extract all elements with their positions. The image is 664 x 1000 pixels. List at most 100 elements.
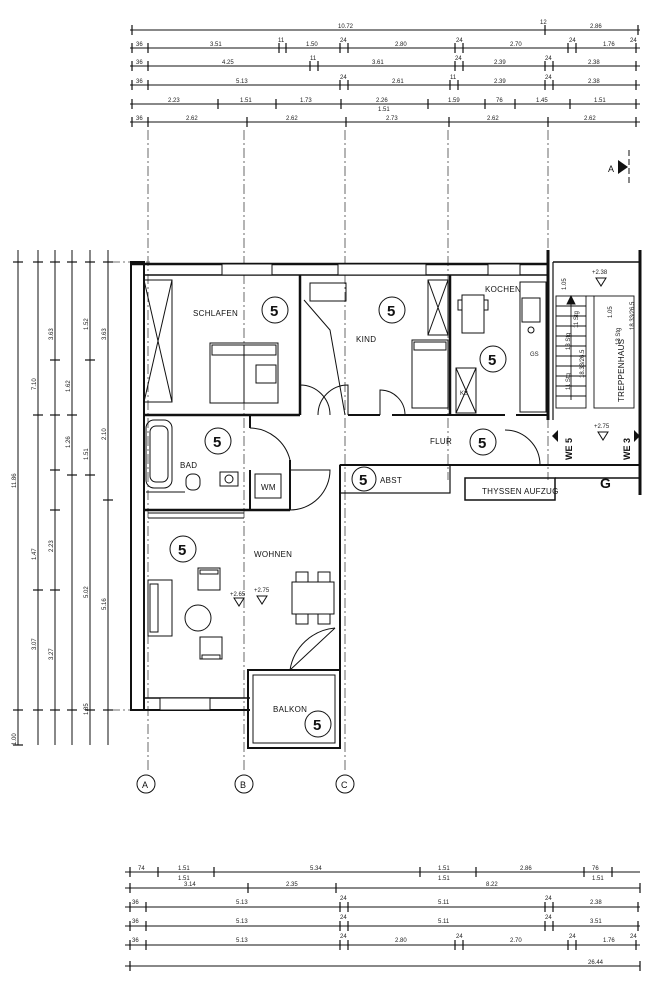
- dim-label: 24: [545, 75, 552, 81]
- dim-label: 5.11: [438, 900, 450, 906]
- dim-label: 1.52: [84, 318, 90, 330]
- dim-label: 1.51: [592, 876, 604, 882]
- svg-text:13 Stg: 13 Stg: [616, 328, 622, 345]
- dim-label: 3.51: [590, 919, 602, 925]
- dim-label: 2.70: [510, 42, 522, 48]
- dim-label: 1.51: [594, 98, 606, 104]
- dim-label: 1.76: [603, 42, 615, 48]
- room-number-abst: 5: [351, 466, 377, 492]
- dim-label: 36: [132, 900, 139, 906]
- level-markers: +2.38 +2.75 +2.65 +2.75: [230, 270, 610, 607]
- dim-label: 3.61: [372, 60, 384, 66]
- dim-label: 2.80: [395, 938, 407, 944]
- room-label-wohnen: WOHNEN: [254, 550, 292, 559]
- svg-text:A: A: [608, 164, 614, 174]
- label-gs: GS: [530, 352, 539, 358]
- dim-label: 5.13: [236, 79, 248, 85]
- svg-text:5: 5: [270, 303, 278, 320]
- svg-text:5: 5: [387, 303, 395, 320]
- svg-text:11 Stg: 11 Stg: [566, 373, 572, 390]
- axis-bubble-c: C: [335, 774, 355, 794]
- dim-label: 1.26: [66, 436, 72, 448]
- room-number-kochen: 5: [479, 345, 507, 373]
- level-marker-wohnen-1: +2.65: [230, 592, 246, 607]
- dim-label: 36: [136, 116, 143, 122]
- dim-label: 11: [310, 56, 317, 62]
- dim-label: 1.51: [84, 448, 90, 460]
- dim-label: 8.22: [486, 882, 498, 888]
- dim-label: 11: [278, 38, 285, 44]
- dim-label: 26.44: [588, 960, 604, 966]
- svg-text:C: C: [341, 780, 348, 790]
- dim-label: 5.13: [236, 938, 248, 944]
- svg-text:+2.65: +2.65: [230, 592, 246, 598]
- dim-label: 1.45: [536, 98, 548, 104]
- svg-text:+2.75: +2.75: [254, 588, 270, 594]
- dim-label: 2.62: [286, 116, 298, 122]
- dim-label: 1.85: [84, 703, 90, 715]
- dim-label: 24: [630, 934, 637, 940]
- dim-label: 36: [132, 938, 139, 944]
- svg-text:5: 5: [313, 717, 321, 734]
- dim-label: 2.62: [487, 116, 499, 122]
- dim-label: 24: [340, 75, 347, 81]
- axis-bubble-b: B: [234, 774, 254, 794]
- room-label-flur: FLUR: [430, 437, 452, 446]
- dim-label: 1.50: [306, 42, 318, 48]
- dim-label: 1.51: [438, 866, 450, 872]
- dim-label: 1.73: [300, 98, 312, 104]
- dim-label: 24: [545, 56, 552, 62]
- dim-label: 24: [569, 934, 576, 940]
- room-label-treppenhaus: TREPPENHAUS: [617, 339, 626, 402]
- dim-label: 2.23: [49, 540, 55, 552]
- dim-label: 2.38: [590, 900, 602, 906]
- section-marker: A: [608, 150, 630, 185]
- unit-label-we5: WE 5: [564, 438, 574, 460]
- dim-label: 2.62: [584, 116, 596, 122]
- room-label-kind: KIND: [356, 335, 376, 344]
- dim-label: 11: [450, 75, 457, 81]
- dim-label: 24: [340, 915, 347, 921]
- svg-text:+2.75: +2.75: [594, 424, 610, 430]
- dim-label: 24: [545, 896, 552, 902]
- dim-label: 2.35: [286, 882, 298, 888]
- left-dimension-labels: 11.86 3.07 3.63 7.10 1.47 1.62 1.26 2.23…: [12, 318, 108, 745]
- room-number-wohnen: 5: [169, 535, 197, 563]
- dim-label: 2.62: [186, 116, 198, 122]
- room-number-kind: 5: [378, 296, 406, 324]
- dim-label: 1.00: [12, 733, 18, 745]
- top-dimension-labels: 10.72 12 2.86 36 3.51 11 1.50 24 2.80 24…: [136, 20, 637, 122]
- dim-label: 12: [540, 20, 547, 26]
- dim-label: 24: [569, 38, 576, 44]
- room-number-bad: 5: [204, 427, 232, 455]
- dim-label: 24: [456, 934, 463, 940]
- dim-label: 2.39: [494, 79, 506, 85]
- dim-label: 2.38: [588, 79, 600, 85]
- room-label-balkon: BALKON: [273, 705, 307, 714]
- staircase: [555, 294, 635, 409]
- dim-label: 1.51: [438, 876, 450, 882]
- dim-label: 24: [340, 896, 347, 902]
- unit-label-g: G: [600, 475, 611, 491]
- dim-label: 5.13: [236, 919, 248, 925]
- dim-label: 24: [340, 38, 347, 44]
- dim-label: 2.38: [588, 60, 600, 66]
- dim-label: 11.86: [12, 473, 18, 488]
- svg-text:1.05: 1.05: [562, 278, 568, 290]
- level-marker-stair: +2.38: [592, 270, 608, 287]
- dim-label: 5.34: [310, 866, 322, 872]
- dim-label: 4.25: [222, 60, 234, 66]
- bottom-dimension-labels: 74 1.51 5.34 1.51 2.86 76 1.51 1.51 1.51…: [132, 866, 637, 966]
- walls: [130, 250, 642, 749]
- unit-label-we3: WE 3: [622, 438, 632, 460]
- furniture: [143, 279, 547, 660]
- dim-label: 24: [340, 934, 347, 940]
- svg-text:5: 5: [213, 434, 221, 451]
- dim-label: 1.47: [32, 548, 38, 560]
- dim-label: 5.16: [102, 598, 108, 610]
- room-label-aufzug: THYSSEN AUFZUG: [482, 487, 559, 496]
- dim-label: 24: [545, 915, 552, 921]
- room-labels: SCHLAFEN KIND KOCHEN BAD WM FLUR ABST WO…: [180, 285, 626, 714]
- svg-text:5: 5: [478, 435, 486, 452]
- room-number-markers: 5 5 5 5 5 5 5 5: [169, 296, 507, 738]
